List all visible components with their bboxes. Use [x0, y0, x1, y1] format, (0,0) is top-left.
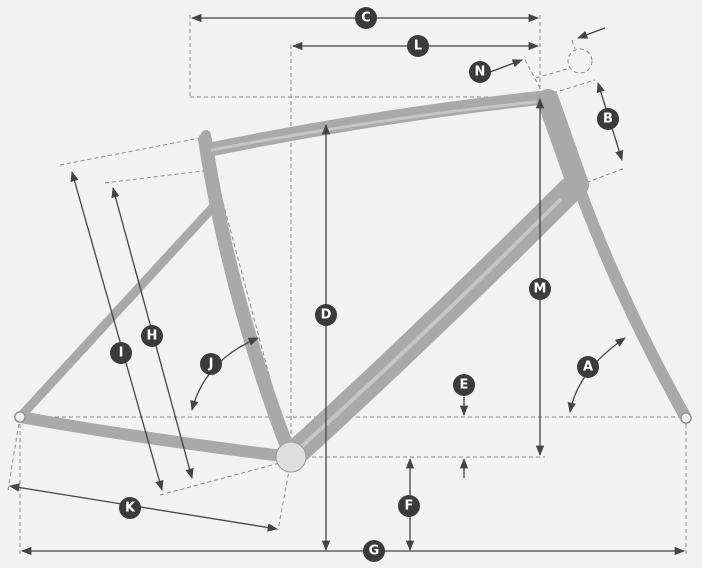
dimension-arrows — [8, 13, 686, 556]
label-h: H — [141, 325, 163, 347]
label-i: I — [110, 342, 132, 364]
label-b: B — [597, 108, 619, 130]
svg-text:I: I — [119, 346, 124, 361]
label-d: D — [315, 304, 337, 326]
label-c: C — [355, 7, 377, 29]
svg-text:A: A — [583, 360, 593, 375]
label-a: A — [577, 356, 599, 378]
svg-text:M: M — [534, 282, 547, 297]
label-n: N — [469, 61, 491, 83]
svg-text:F: F — [405, 499, 414, 514]
reference-lines — [7, 15, 687, 555]
svg-text:K: K — [125, 501, 136, 516]
svg-text:H: H — [147, 329, 158, 344]
svg-text:C: C — [361, 11, 371, 26]
svg-text:J: J — [208, 357, 214, 372]
svg-text:E: E — [460, 378, 469, 393]
label-g: G — [363, 540, 385, 562]
label-l: L — [407, 35, 429, 57]
label-k: K — [119, 497, 141, 519]
svg-text:N: N — [475, 65, 486, 80]
label-e: E — [453, 374, 475, 396]
svg-text:G: G — [369, 544, 380, 559]
svg-text:D: D — [321, 308, 332, 323]
label-f: F — [398, 495, 420, 517]
svg-text:L: L — [414, 39, 422, 54]
svg-text:B: B — [603, 112, 613, 127]
label-j: J — [200, 353, 222, 375]
label-m: M — [529, 278, 551, 300]
